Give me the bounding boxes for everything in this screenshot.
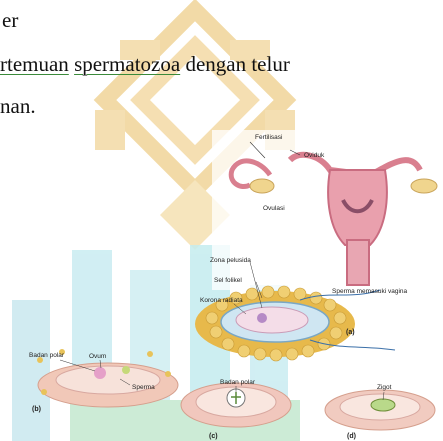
label-panel-a: (a) bbox=[346, 329, 355, 336]
label-panel-b: (b) bbox=[32, 406, 41, 413]
label-badan-polar-mid: Badan polar bbox=[220, 379, 256, 386]
label-panel-d: (d) bbox=[347, 433, 356, 440]
label-badan-polar-left: Badan polar bbox=[29, 352, 65, 359]
label-sperma: Sperma bbox=[132, 384, 155, 391]
uterus-illustration bbox=[212, 130, 443, 290]
label-sperma-memasuki-vagina: Sperma memasuki vagina bbox=[332, 288, 408, 295]
label-ovum: Ovum bbox=[89, 353, 106, 360]
panel-d-illustration bbox=[325, 390, 435, 430]
label-zigot: Zigot bbox=[377, 384, 392, 391]
label-fertilisasi: Fertilisasi bbox=[255, 134, 282, 141]
label-panel-c: (c) bbox=[209, 433, 218, 440]
label-ovulasi: Ovulasi bbox=[263, 205, 285, 212]
label-oviduk: Oviduk bbox=[304, 152, 325, 159]
label-sel-folikel: Sel folikel bbox=[214, 277, 242, 284]
label-korona-radiata: Korona radiata bbox=[200, 297, 243, 304]
label-zona-pelusida: Zona pelusida bbox=[210, 257, 251, 264]
